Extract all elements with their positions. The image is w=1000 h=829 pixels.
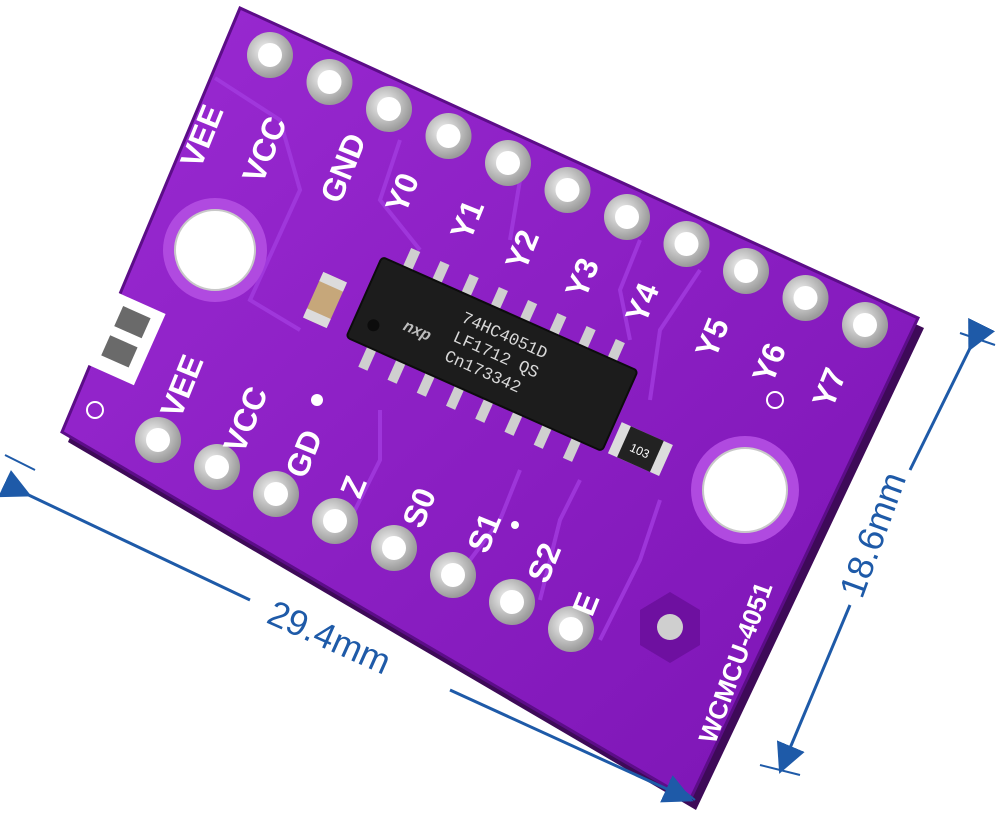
top-pad-y3-hole (615, 205, 639, 229)
top-pad-y0-hole (436, 124, 461, 148)
bottom-pad-e-hole (559, 617, 583, 641)
top-pad-y5-hole (734, 259, 758, 283)
ic-pin-bottom-5 (475, 398, 494, 423)
top-pad-vcc-hole (317, 70, 342, 94)
ic-pin-top-3 (460, 273, 479, 299)
bottom-pad-vee-hole (146, 428, 170, 452)
bottom-pad-gd-hole (264, 482, 288, 506)
ic-pin-top-6 (548, 313, 567, 338)
ic-pin-bottom-2 (387, 359, 406, 384)
resistor: 103 (607, 422, 673, 477)
top-pad-gnd-hole (377, 97, 401, 121)
mounting-hole-left (163, 198, 267, 302)
ic-chip: 74HC4051D LF1712 QS Cn173342 nxp (346, 247, 638, 462)
ic-pin-top-8 (606, 339, 625, 364)
ic-pin-bottom-3 (416, 372, 435, 397)
copper-traces (213, 76, 702, 641)
bottom-pad-s1-hole (441, 563, 465, 587)
top-pin-pads (247, 32, 888, 348)
bottom-pad-vcc-hole (205, 455, 229, 479)
top-pad-y7-hole (853, 313, 877, 337)
top-pad-y6-hole (793, 286, 818, 310)
ic-pin-bottom-7 (533, 424, 552, 449)
mounting-hole-right (691, 436, 799, 544)
ic-pins (358, 247, 625, 462)
vias (86, 391, 784, 529)
bottom-pad-z-hole (323, 509, 347, 533)
top-pad-y2-hole (555, 178, 580, 202)
ic-pin-top-7 (577, 326, 596, 351)
bottom-pad-s2-hole (500, 590, 524, 614)
ic-pin-bottom-6 (504, 411, 523, 436)
ic-pin-bottom-1 (358, 346, 377, 371)
top-pad-y4-hole (674, 232, 699, 256)
ground-pad (640, 592, 700, 663)
capacitor (302, 271, 348, 329)
top-pad-y1-hole (496, 151, 520, 175)
ic-pin-top-5 (519, 300, 538, 325)
ic-pin-top-4 (489, 286, 508, 312)
ic-pin-bottom-8 (562, 437, 581, 462)
jumper-pads (86, 292, 166, 386)
top-pad-vee-hole (258, 43, 282, 67)
bottom-pin-pads (135, 417, 594, 652)
ic-pin-top-2 (431, 260, 450, 286)
ic-pin-bottom-4 (445, 385, 465, 410)
ic-pin-top-1 (402, 247, 421, 273)
bottom-pad-s0-hole (382, 536, 406, 560)
